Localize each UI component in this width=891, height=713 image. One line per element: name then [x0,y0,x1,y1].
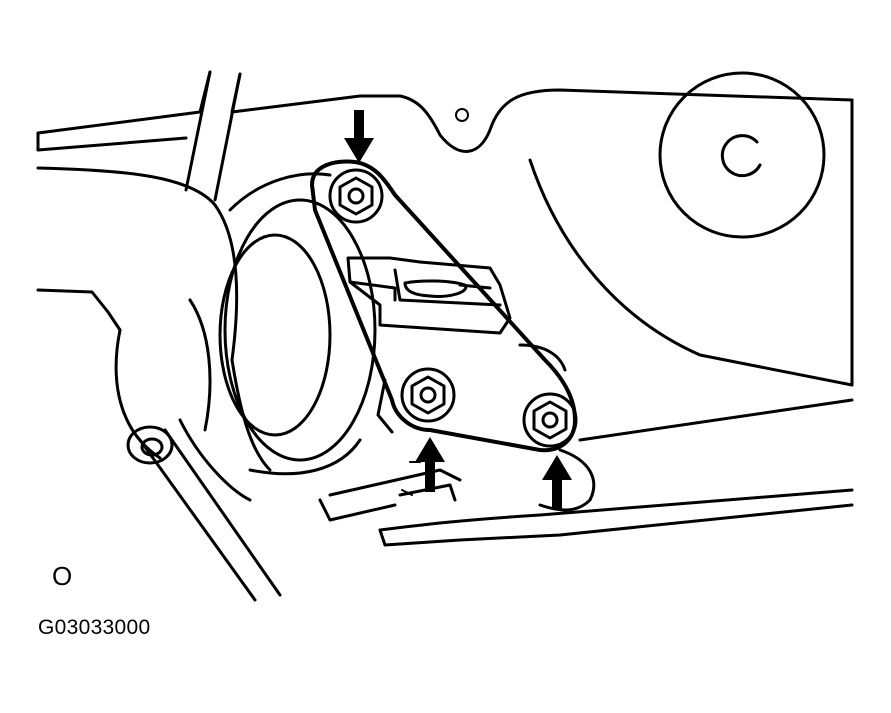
vertical-rod [184,70,242,202]
bolt-lower-right [522,392,578,448]
right-chassis-member [398,71,854,387]
bolt-upper [328,168,384,224]
figure-id: G03033000 [38,616,151,639]
view-marker: O [52,561,73,591]
lower-frame-rail [318,398,854,547]
arrow-up-lower-left-bolt [415,437,445,492]
insulator-block [346,256,512,335]
tie-rod [126,425,282,602]
arrow-down-upper-bolt [344,110,374,163]
bolt-lower-left [400,367,456,423]
left-housing [36,166,272,472]
mount-bracket [310,159,577,453]
arrow-up-lower-right-bolt [542,455,572,510]
drive-shaft-hub [178,172,377,502]
detail-marks [401,461,421,496]
